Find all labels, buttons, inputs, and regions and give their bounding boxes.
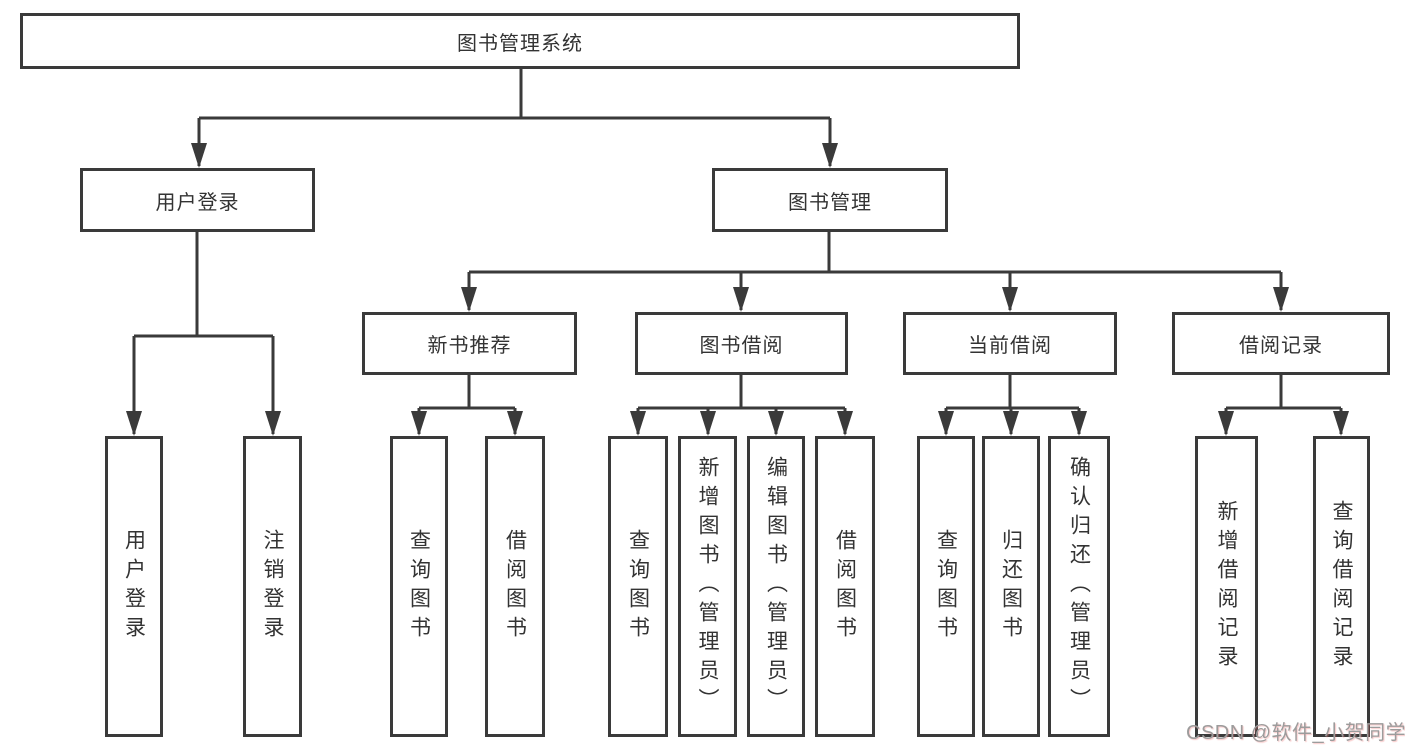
node-book-borrow-label: 图书借阅 (699, 335, 784, 357)
leaf-user-login: 用户登录 (105, 436, 163, 737)
node-new-book-recommend: 新书推荐 (362, 312, 577, 375)
leaf-bb-add-book-admin-label: 新增图书（管理员） (696, 456, 719, 717)
node-borrow-record: 借阅记录 (1172, 312, 1390, 375)
leaf-br-add-record-label: 新增借阅记录 (1215, 499, 1238, 674)
node-user-login-label: 用户登录 (155, 191, 240, 214)
node-book-management-label: 图书管理 (788, 191, 872, 214)
leaf-logout-label: 注销登录 (261, 528, 284, 645)
leaf-bb-query-book: 查询图书 (608, 436, 668, 737)
leaf-cb-query-book: 查询图书 (917, 436, 975, 737)
leaf-bb-add-book-admin: 新增图书（管理员） (678, 436, 737, 737)
leaf-cb-confirm-return-admin-label: 确认归还（管理员） (1067, 456, 1091, 717)
leaf-cb-query-book-label: 查询图书 (934, 528, 958, 645)
node-new-book-recommend-label: 新书推荐 (427, 335, 512, 357)
node-book-management: 图书管理 (712, 168, 948, 232)
node-book-borrow: 图书借阅 (635, 312, 848, 375)
leaf-cb-return-book: 归还图书 (982, 436, 1040, 737)
leaf-cb-confirm-return-admin: 确认归还（管理员） (1048, 436, 1110, 737)
leaf-user-login-label: 用户登录 (122, 528, 146, 645)
node-root: 图书管理系统 (20, 13, 1020, 69)
node-current-borrow: 当前借阅 (903, 312, 1117, 375)
csdn-watermark: CSDN @软件_小贺同学 (1186, 722, 1405, 744)
leaf-bb-edit-book-admin: 编辑图书（管理员） (747, 436, 805, 737)
leaf-nbr-borrow-book: 借阅图书 (485, 436, 545, 737)
node-user-login: 用户登录 (80, 168, 315, 232)
node-borrow-record-label: 借阅记录 (1239, 335, 1323, 357)
leaf-bb-edit-book-admin-label: 编辑图书（管理员） (764, 456, 788, 717)
leaf-nbr-query-book: 查询图书 (390, 436, 448, 737)
leaf-nbr-query-book-label: 查询图书 (407, 528, 431, 645)
leaf-cb-return-book-label: 归还图书 (999, 528, 1023, 645)
leaf-br-query-record-label: 查询借阅记录 (1330, 499, 1353, 674)
node-root-label: 图书管理系统 (457, 32, 583, 55)
leaf-nbr-borrow-book-label: 借阅图书 (503, 528, 527, 645)
leaf-logout: 注销登录 (243, 436, 302, 737)
leaf-bb-borrow-book-label: 借阅图书 (833, 528, 857, 645)
leaf-bb-query-book-label: 查询图书 (626, 528, 650, 645)
leaf-br-add-record: 新增借阅记录 (1195, 436, 1258, 737)
leaf-bb-borrow-book: 借阅图书 (815, 436, 875, 737)
leaf-br-query-record: 查询借阅记录 (1313, 436, 1370, 737)
node-current-borrow-label: 当前借阅 (968, 335, 1052, 357)
arrowheads (126, 143, 1349, 436)
